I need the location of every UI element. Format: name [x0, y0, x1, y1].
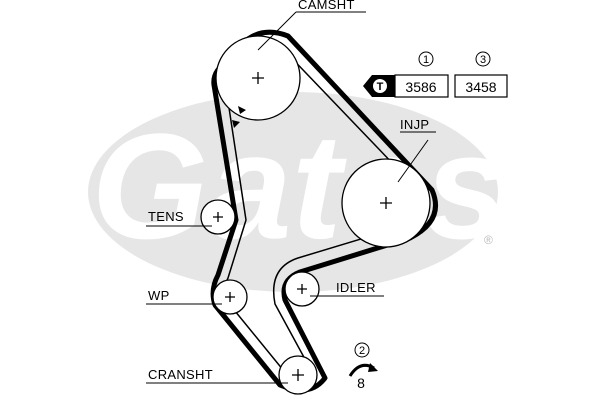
injection-pump-leader: [397, 139, 429, 183]
spec-3-marker-circle: [475, 51, 491, 67]
idler-label: IDLER: [336, 280, 376, 295]
spec-block-1: 1 3586 T: [363, 51, 449, 98]
water-pump-center-mark: [225, 292, 235, 302]
watermark-brand: Gates: [92, 102, 509, 270]
crankshaft-center-mark: [292, 369, 304, 381]
spec-2-marker: 2: [359, 345, 365, 357]
idler-pulley: IDLER: [284, 271, 384, 307]
camshaft-center-mark: [252, 72, 264, 84]
rotation-arrowhead-icon: [368, 363, 378, 372]
belt-outer-edge: [210, 29, 438, 393]
tensioner-label: TENS: [148, 209, 184, 224]
spec-3-box: [454, 74, 508, 98]
injection-pump-center-mark: [380, 197, 392, 209]
injection-pump-label: INJP: [400, 117, 429, 132]
spec-1-marker-circle: [418, 51, 434, 67]
camshaft-leader: [257, 11, 297, 51]
crankshaft-pulley: CRANSHT: [146, 355, 318, 395]
crankshaft-label: CRANSHT: [148, 367, 213, 382]
spec-1-value: 3586: [405, 79, 436, 95]
spec-1-marker: 1: [423, 54, 429, 66]
watermark-registered: ®: [484, 233, 493, 247]
timing-arrow-upper: [238, 106, 246, 114]
idler-center-mark: [297, 284, 307, 294]
timing-arrow-lower: [232, 120, 240, 128]
tool-badge-letter: T: [377, 81, 384, 93]
spec-block-3: 3 3458: [454, 51, 508, 98]
gates-watermark: Gates ®: [88, 92, 508, 292]
tensioner-center-mark: [213, 212, 223, 222]
water-pump-pulley: WP: [146, 279, 248, 315]
camshaft-label: CAMSHT: [298, 0, 355, 12]
spec-3-marker: 3: [480, 54, 486, 66]
tool-badge-circle: [373, 79, 387, 93]
spec-2-marker-circle: [354, 342, 370, 358]
spec-3-value: 3458: [465, 79, 496, 95]
injection-pump-pulley: INJP: [341, 117, 436, 248]
tensioner-pulley: TENS: [146, 199, 236, 235]
spec-block-2: 2 8: [348, 342, 378, 391]
camshaft-pulley: CAMSHT: [215, 0, 366, 128]
spec-2-value: 8: [357, 375, 365, 391]
water-pump-label: WP: [148, 288, 170, 303]
